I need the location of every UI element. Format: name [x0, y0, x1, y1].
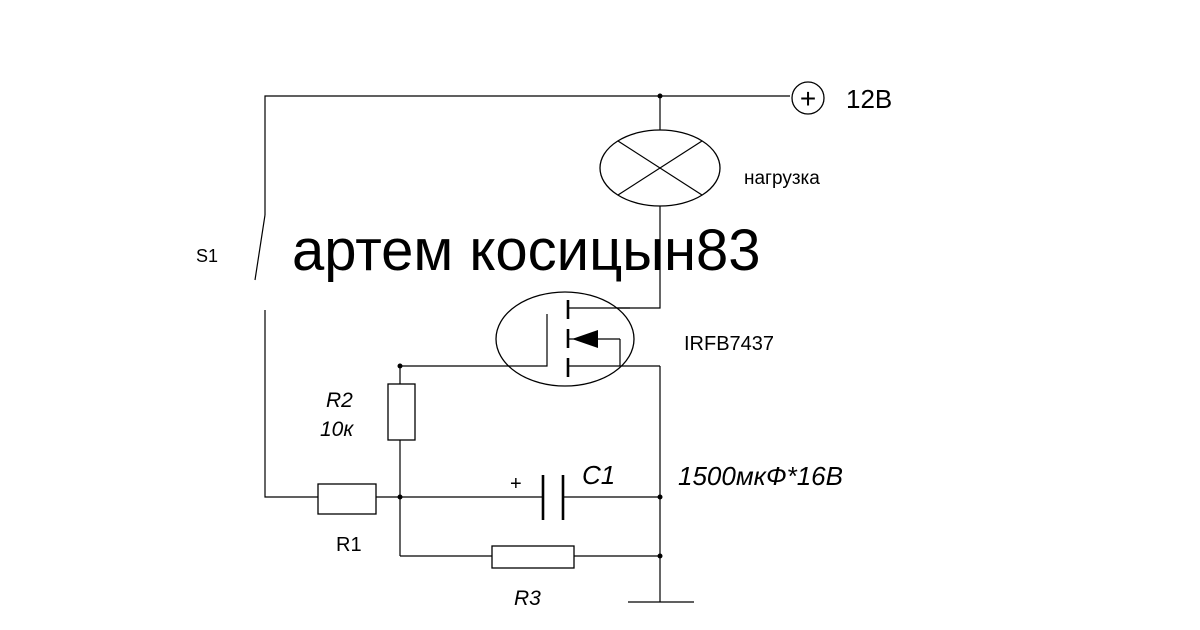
resistor-r1: [317, 483, 400, 515]
switch-label: S1: [196, 246, 218, 266]
r1-label: R1: [336, 534, 362, 556]
mosfet-irfb7437: [400, 291, 660, 387]
c1-polarity-mark: +: [510, 473, 522, 495]
r2-name-label: R2: [326, 389, 353, 412]
ground-rail: [628, 366, 694, 603]
watermark-text: артем косицын83: [292, 218, 761, 283]
capacitor-c1: [400, 475, 660, 520]
r2-value-label: 10к: [320, 418, 354, 441]
supply-terminal: +: [791, 81, 825, 115]
switch-s1: [254, 214, 318, 498]
resistor-r2: [387, 363, 416, 556]
resistor-r3: [400, 545, 660, 569]
c1-name-label: C1: [582, 460, 615, 490]
supply-voltage-label: 12В: [846, 84, 892, 114]
transistor-label: IRFB7437: [684, 333, 774, 355]
load-label: нагрузка: [744, 168, 820, 189]
plus-terminal-sign: +: [800, 83, 816, 114]
c1-value-label: 1500мкФ*16В: [678, 461, 843, 491]
r3-label: R3: [514, 587, 541, 610]
